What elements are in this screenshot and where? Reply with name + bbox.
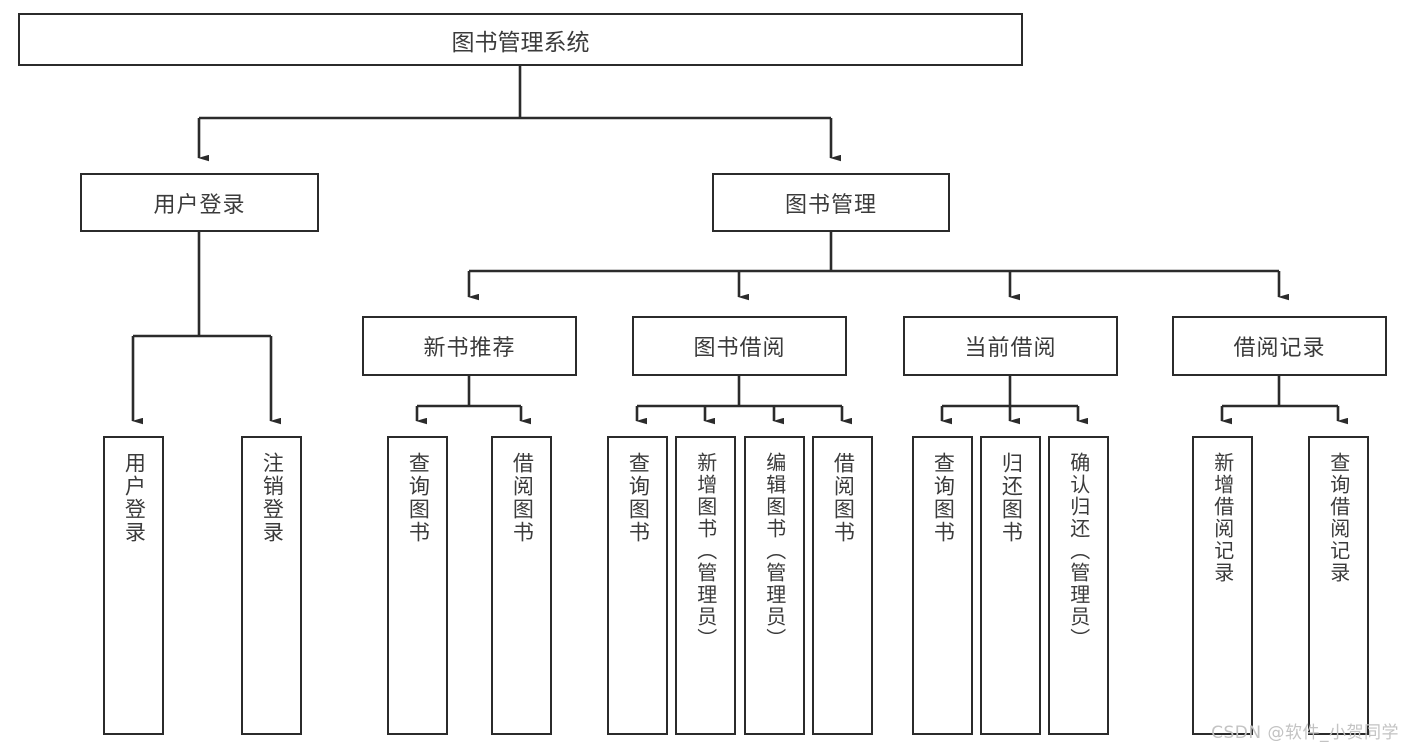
leaf-label: 新增图书（管理员） <box>693 452 718 650</box>
leaf-current-query-book[interactable]: 查询图书 <box>912 436 973 735</box>
leaf-label: 查询图书 <box>626 452 651 544</box>
watermark-text: CSDN @软件_小贺同学 <box>1211 723 1399 743</box>
leaf-borrow-edit-book-admin[interactable]: 编辑图书（管理员） <box>744 436 805 735</box>
leaf-borrow-add-book-admin[interactable]: 新增图书（管理员） <box>675 436 736 735</box>
leaf-label: 用户登录 <box>122 452 147 544</box>
leaf-label: 借阅图书 <box>510 452 535 544</box>
node-book-management[interactable]: 图书管理 <box>712 173 950 232</box>
node-label: 当前借阅 <box>964 336 1057 361</box>
node-user-login[interactable]: 用户登录 <box>80 173 319 232</box>
leaf-label: 确认归还（管理员） <box>1066 452 1091 650</box>
leaf-label: 注销登录 <box>260 452 285 544</box>
leaf-recommend-borrow-book[interactable]: 借阅图书 <box>491 436 552 735</box>
leaf-recommend-query-book[interactable]: 查询图书 <box>387 436 448 735</box>
leaf-user-login-logout[interactable]: 注销登录 <box>241 436 302 735</box>
node-label: 借阅记录 <box>1233 336 1326 361</box>
node-label: 图书借阅 <box>693 336 786 361</box>
node-root-system[interactable]: 图书管理系统 <box>18 13 1023 66</box>
node-label: 图书管理系统 <box>451 29 590 56</box>
leaf-records-query-record[interactable]: 查询借阅记录 <box>1308 436 1369 735</box>
leaf-records-add-record[interactable]: 新增借阅记录 <box>1192 436 1253 735</box>
leaf-label: 查询图书 <box>406 452 431 544</box>
leaf-user-login-login[interactable]: 用户登录 <box>103 436 164 735</box>
leaf-borrow-query-book[interactable]: 查询图书 <box>607 436 668 735</box>
leaf-label: 新增借阅记录 <box>1210 452 1235 584</box>
leaf-borrow-borrow-book[interactable]: 借阅图书 <box>812 436 873 735</box>
leaf-label: 查询借阅记录 <box>1326 452 1351 584</box>
leaf-current-return-book[interactable]: 归还图书 <box>980 436 1041 735</box>
leaf-label: 借阅图书 <box>831 452 856 544</box>
leaf-current-confirm-return-admin[interactable]: 确认归还（管理员） <box>1048 436 1109 735</box>
leaf-label: 编辑图书（管理员） <box>762 452 787 650</box>
node-borrow-records[interactable]: 借阅记录 <box>1172 316 1387 376</box>
leaf-label: 归还图书 <box>999 452 1024 544</box>
node-new-book-recommend[interactable]: 新书推荐 <box>362 316 577 376</box>
leaf-label: 查询图书 <box>931 452 956 544</box>
node-label: 图书管理 <box>784 192 877 218</box>
node-book-borrow[interactable]: 图书借阅 <box>632 316 847 376</box>
node-label: 用户登录 <box>153 192 246 218</box>
node-current-borrow[interactable]: 当前借阅 <box>903 316 1118 376</box>
node-label: 新书推荐 <box>423 336 516 361</box>
